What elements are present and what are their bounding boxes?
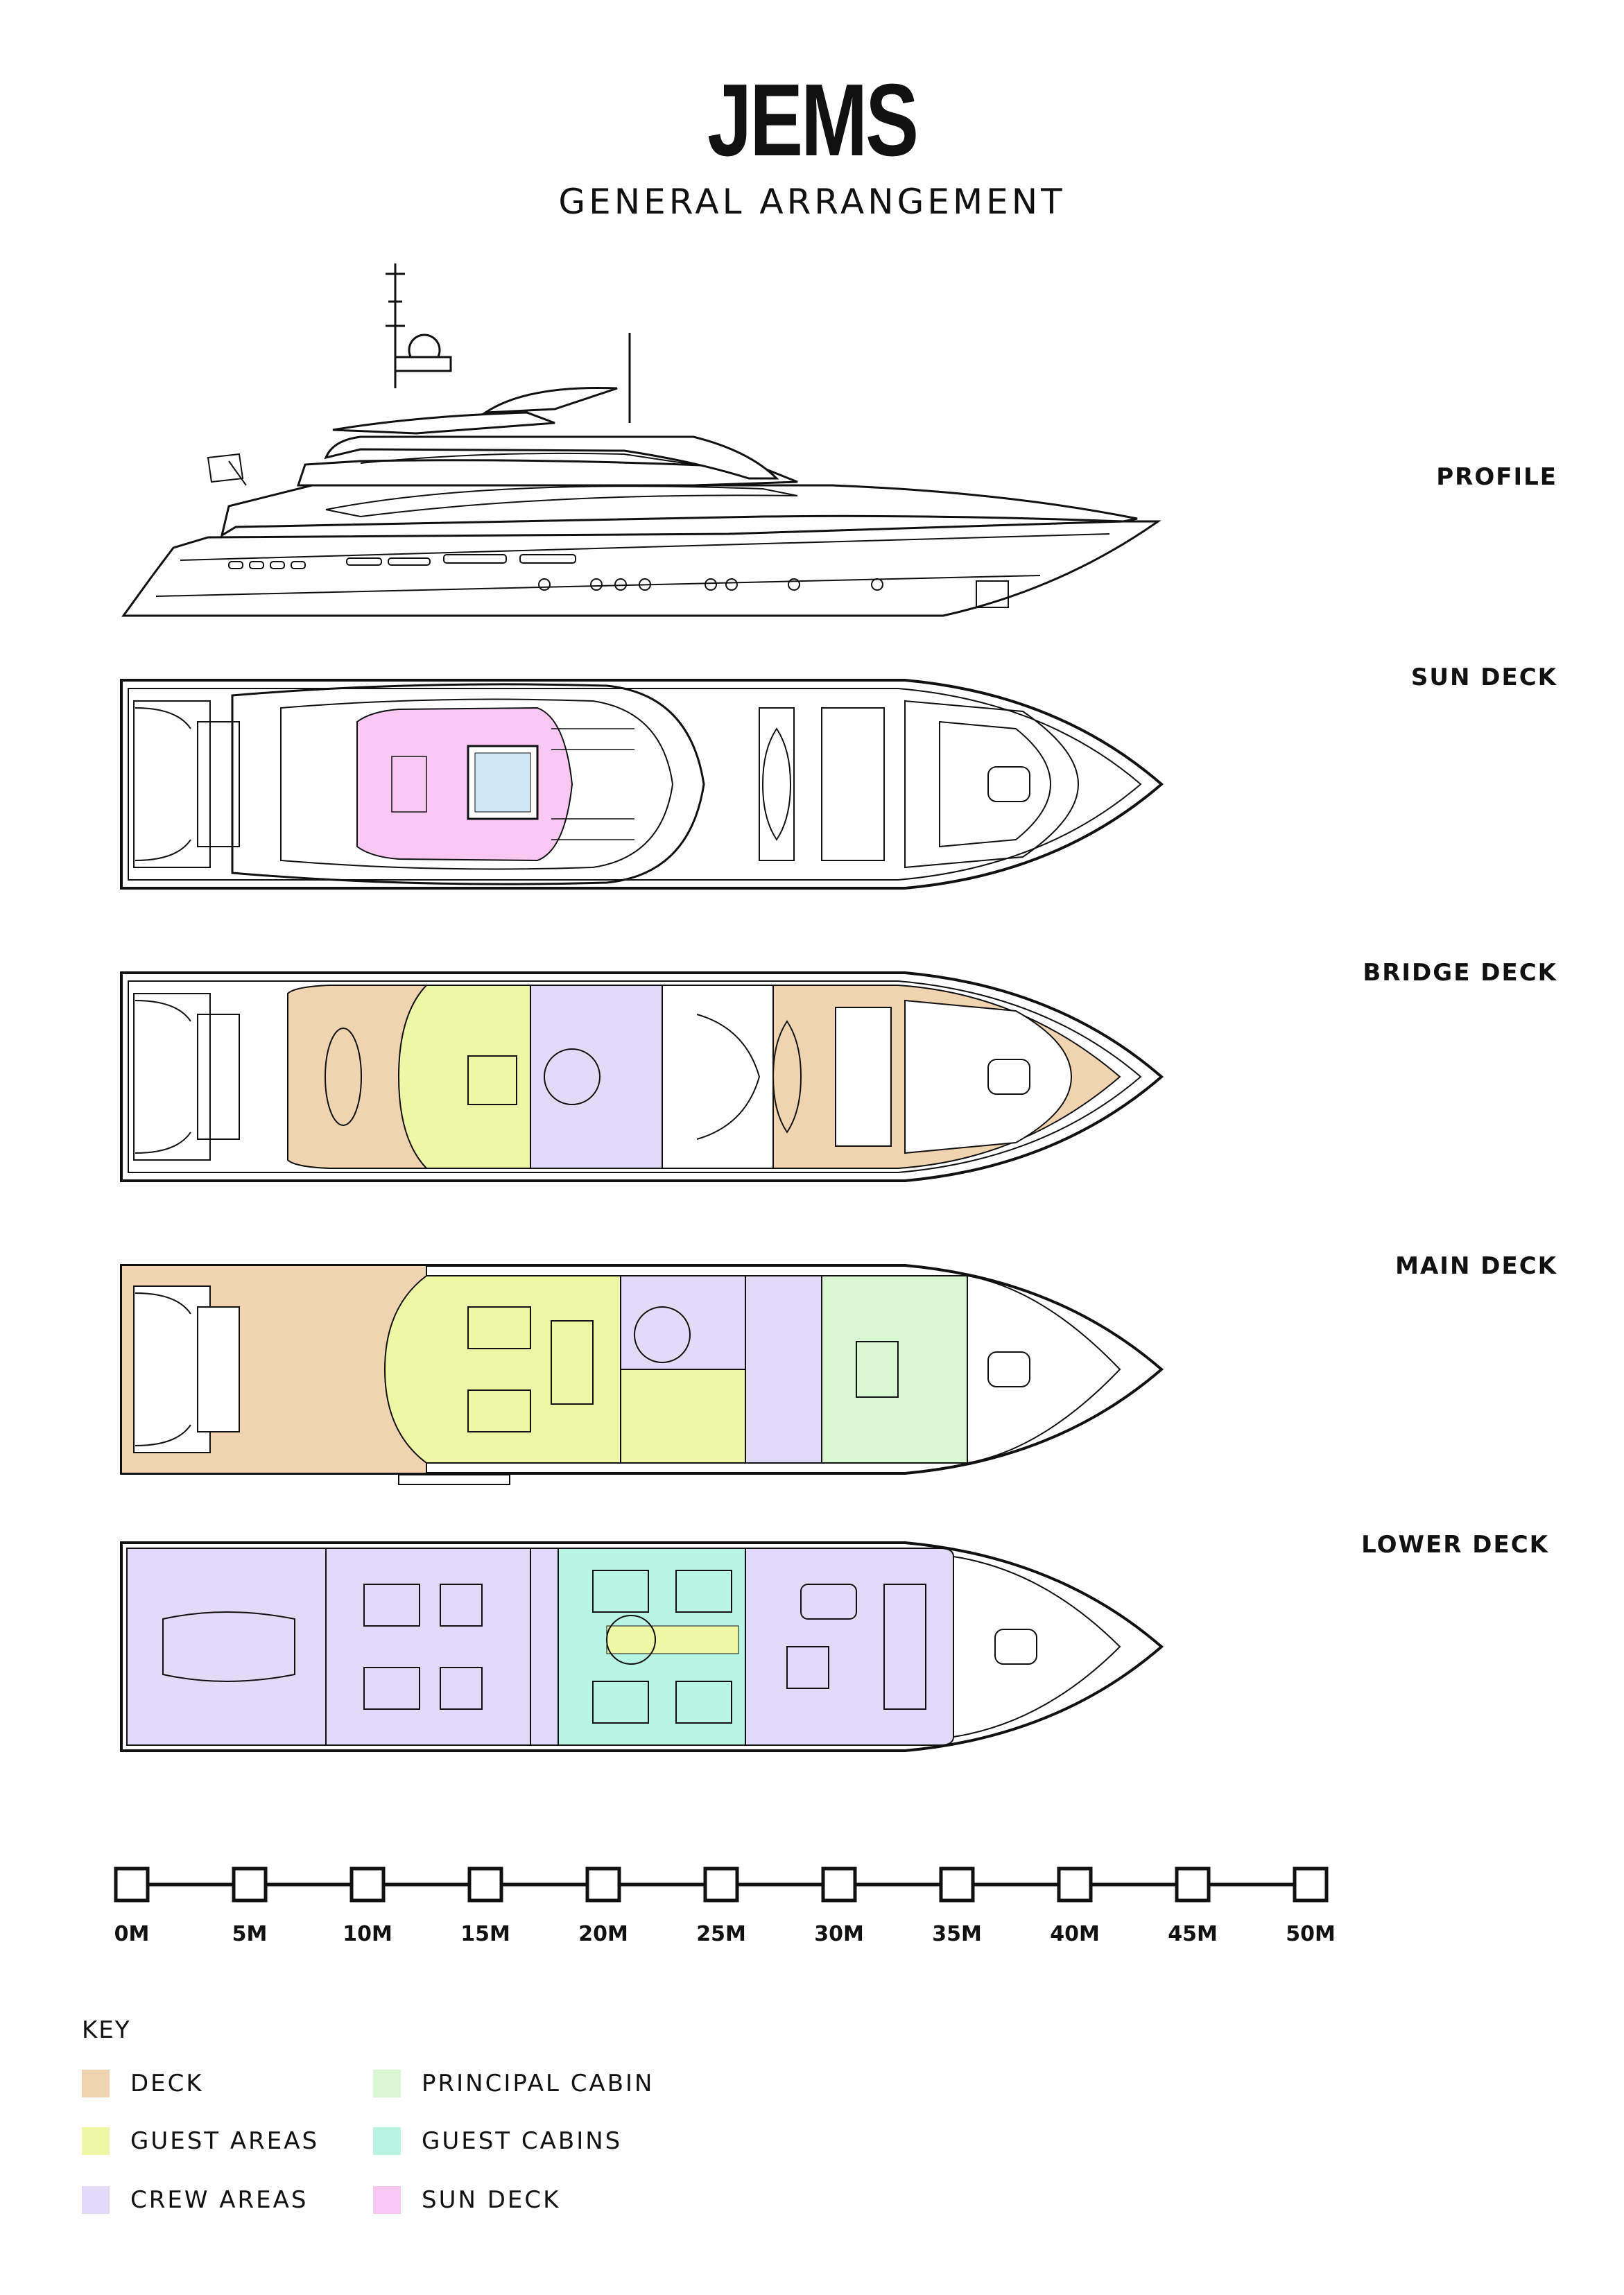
profile-label: PROFILE xyxy=(1436,463,1557,491)
key-label: GUEST CABINS xyxy=(422,2127,623,2155)
scale-marker xyxy=(1057,1867,1093,1903)
key-item-principal-cabin: PRINCIPAL CABIN xyxy=(373,2070,654,2097)
plan-title: JEMS xyxy=(707,63,919,177)
guest-cabins-swatch xyxy=(373,2127,401,2155)
key-label: CREW AREAS xyxy=(130,2186,309,2214)
main-deck-label: MAIN DECK xyxy=(1395,1252,1557,1280)
key-item-deck: DECK xyxy=(82,2070,204,2097)
sun-deck-label: SUN DECK xyxy=(1410,664,1557,691)
plan-subtitle: GENERAL ARRANGEMENT xyxy=(558,182,1066,222)
scale-label-5m: 5M xyxy=(232,1922,268,1946)
scale-label-25m: 25M xyxy=(696,1922,746,1946)
crew-areas-swatch xyxy=(82,2186,110,2214)
scale-label-30m: 30M xyxy=(814,1922,864,1946)
key-label: PRINCIPAL CABIN xyxy=(422,2070,655,2097)
lower-deck-label: LOWER DECK xyxy=(1361,1531,1549,1559)
key-item-guest-areas: GUEST AREAS xyxy=(82,2127,319,2155)
scale-label-20m: 20M xyxy=(578,1922,628,1946)
deck-swatch xyxy=(82,2070,110,2097)
key-item-crew-areas: CREW AREAS xyxy=(82,2186,308,2214)
scale-marker xyxy=(703,1867,739,1903)
key-label: SUN DECK xyxy=(422,2186,561,2214)
lower-deck-plan xyxy=(120,1541,1163,1752)
scale-bar xyxy=(114,1867,1329,1903)
scale-label-50m: 50M xyxy=(1286,1922,1336,1946)
scale-marker xyxy=(114,1867,150,1903)
bridge-deck-label: BRIDGE DECK xyxy=(1363,959,1557,987)
scale-marker xyxy=(1293,1867,1329,1903)
principal-cabin-swatch xyxy=(373,2070,401,2097)
scale-label-15m: 15M xyxy=(460,1922,510,1946)
key-item-guest-cabins: GUEST CABINS xyxy=(373,2127,622,2155)
scale-marker xyxy=(821,1867,857,1903)
scale-label-40m: 40M xyxy=(1050,1922,1100,1946)
yacht-profile xyxy=(121,263,1161,617)
scale-marker xyxy=(232,1867,268,1903)
key-title: KEY xyxy=(82,2016,131,2044)
scale-marker xyxy=(585,1867,621,1903)
scale-marker xyxy=(467,1867,503,1903)
scale-label-45m: 45M xyxy=(1168,1922,1218,1946)
scale-label-35m: 35M xyxy=(932,1922,982,1946)
scale-marker xyxy=(1175,1867,1211,1903)
scale-marker xyxy=(349,1867,386,1903)
scale-label-10m: 10M xyxy=(343,1922,392,1946)
sun-deck-swatch xyxy=(373,2186,401,2214)
scale-marker xyxy=(939,1867,975,1903)
key-label: DECK xyxy=(130,2070,204,2097)
guest-areas-swatch xyxy=(82,2127,110,2155)
bridge-deck-plan xyxy=(120,971,1163,1182)
key-item-sun-deck: SUN DECK xyxy=(373,2186,560,2214)
scale-label-0m: 0M xyxy=(114,1922,150,1946)
main-deck-plan xyxy=(120,1264,1163,1485)
sun-deck-plan xyxy=(120,679,1163,890)
key-label: GUEST AREAS xyxy=(130,2127,320,2155)
